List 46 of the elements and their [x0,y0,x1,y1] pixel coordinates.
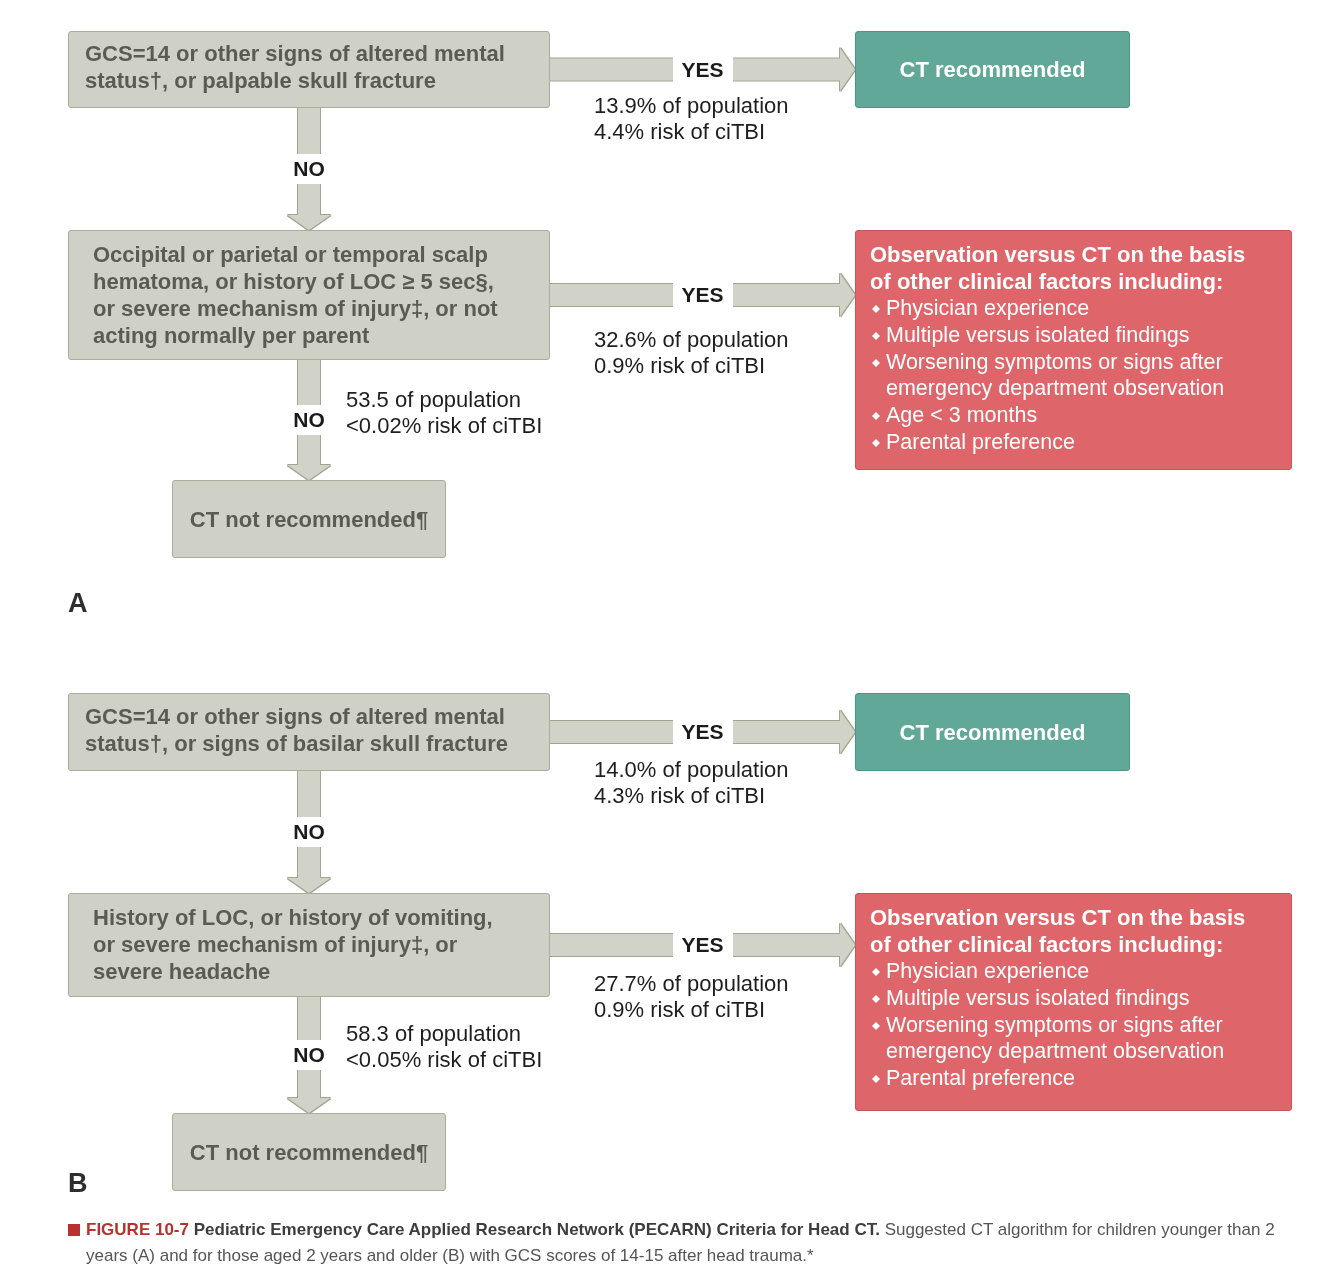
statistics-note: 32.6% of population 0.9% risk of ciTBI [594,327,790,379]
figure-caption: FIGURE 10-7 Pediatric Emergency Care Applied Research Network (PECARN) Criteria for Head CT. Suggested CT algorithm for children younger than 2 years (A) and for those aged 2 years and older (B) with GCS scores of 14-15 after head trauma.* [86,1219,1276,1267]
outcome-box [855,693,1130,771]
list-item-text: Age < 3 months [886,402,1039,429]
block-arrow [550,923,855,967]
decision-box [68,693,550,771]
decision-text: History of LOC, or history of vomiting, or severe mechanism of injury‡, or severe headache [93,904,494,985]
outcome-heading: Observation versus CT on the basis of other clinical factors including: [870,904,1247,958]
decision-text: GCS=14 or other signs of altered mental status†, or signs of basilar skull fracture [85,703,510,757]
statistics-note: 14.0% of population 4.3% risk of ciTBI [594,757,790,809]
list-item-text: Multiple versus isolated findings [886,984,1191,1012]
panel-label: A [68,588,88,618]
block-arrow [550,710,855,754]
decision-box [68,31,550,108]
outcome-box [855,893,1292,1111]
statistics-note: 27.7% of population 0.9% risk of ciTBI [594,971,790,1023]
decision-text: Occipital or parietal or temporal scalp hematoma, or history of LOC ≥ 5 sec§, or severe mechanism of injury‡, or not acting normally per parent [93,241,499,349]
outcome-text: CT recommended [899,718,1086,746]
statistics-note: 53.5 of population <0.02% risk of ciTBI [346,387,544,439]
list-item-text: Physician experience [886,958,1091,985]
decision-box [68,230,550,360]
outcome-text: CT not recommended¶ [189,505,429,533]
list-item-text: Physician experience [886,295,1091,322]
list-item-text: Multiple versus isolated findings [886,321,1191,349]
list-item-text: Worsening symptoms or signs after emergency department observation [886,1011,1226,1066]
block-arrow [287,771,331,893]
list-item-text: Parental preference [886,429,1076,456]
statistics-note: 13.9% of population 4.4% risk of ciTBI [594,93,790,145]
outcome-text: CT recommended [899,56,1086,83]
block-arrow [287,997,331,1113]
block-arrow [550,48,855,91]
decision-text: GCS=14 or other signs of altered mental status†, or palpable skull fracture [85,40,506,94]
outcome-box [172,1113,446,1191]
block-arrow [287,360,331,480]
block-arrow [550,273,855,317]
decision-box [68,893,550,997]
outcome-box [172,480,446,558]
panel-label: B [68,1168,88,1198]
outcome-heading: Observation versus CT on the basis of other clinical factors including: [870,241,1247,295]
outcome-box [855,31,1130,108]
outcome-box [855,230,1292,470]
outcome-text: CT not recommended¶ [189,1138,429,1166]
block-arrow [287,108,331,230]
statistics-note: 58.3 of population <0.05% risk of ciTBI [346,1021,544,1073]
list-item-text: Worsening symptoms or signs after emergency department observation [886,348,1226,403]
list-item-text: Parental preference [886,1065,1076,1092]
